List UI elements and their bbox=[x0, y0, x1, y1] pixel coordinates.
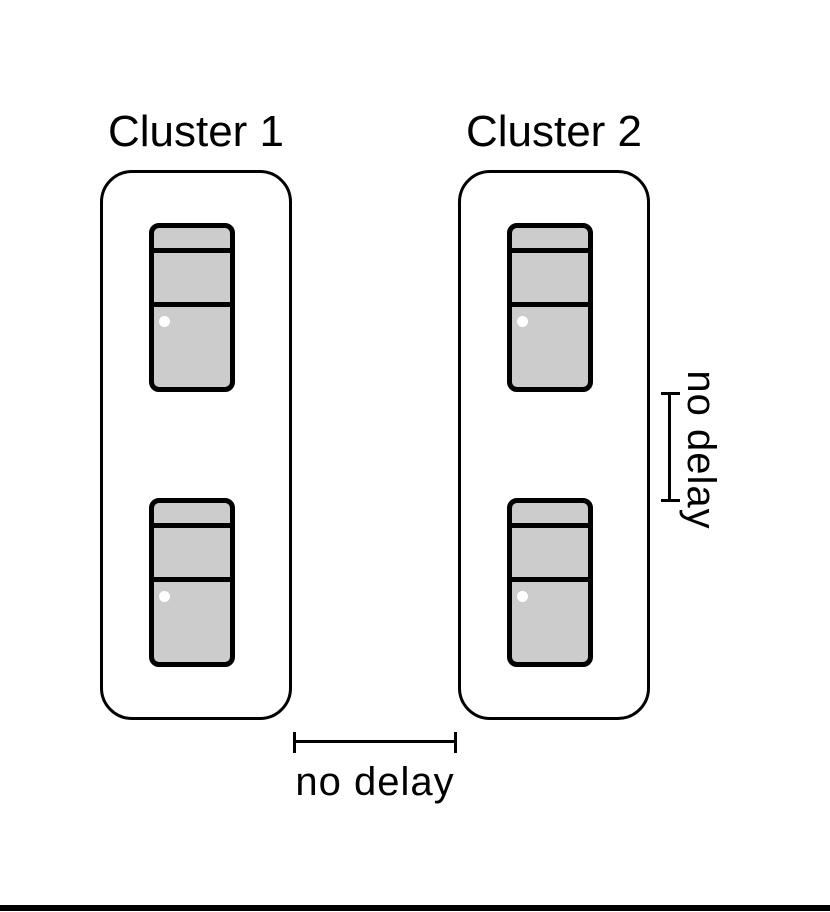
server-panel-divider bbox=[511, 248, 589, 253]
server-panel-divider bbox=[153, 577, 231, 582]
server-led-dot-icon bbox=[517, 316, 528, 327]
inter-cluster-delay-bracket-right-cap bbox=[454, 732, 457, 753]
inter-cluster-delay-bracket-left-cap bbox=[293, 732, 296, 753]
intra-cluster-delay-bracket-line bbox=[668, 392, 671, 502]
server-panel-divider bbox=[511, 523, 589, 528]
server-panel-divider bbox=[153, 248, 231, 253]
cluster-1-title: Cluster 1 bbox=[107, 107, 285, 156]
figure-bottom-rule bbox=[0, 905, 830, 911]
server-icon bbox=[149, 223, 235, 392]
server-panel-divider bbox=[511, 577, 589, 582]
server-led-dot-icon bbox=[517, 591, 528, 602]
cluster-2-box bbox=[458, 170, 650, 720]
server-icon bbox=[149, 498, 235, 667]
intra-cluster-delay-label: no delay bbox=[679, 370, 723, 530]
intra-cluster-delay-bracket-bottom-cap bbox=[661, 499, 680, 502]
server-icon bbox=[507, 223, 593, 392]
inter-cluster-delay-bracket-line bbox=[293, 740, 457, 743]
server-led-dot-icon bbox=[159, 591, 170, 602]
inter-cluster-delay-label: no delay bbox=[295, 760, 455, 804]
server-icon bbox=[507, 498, 593, 667]
cluster-2-title: Cluster 2 bbox=[465, 107, 643, 156]
server-panel-divider bbox=[153, 302, 231, 307]
server-panel-divider bbox=[511, 302, 589, 307]
intra-cluster-delay-bracket-top-cap bbox=[661, 392, 680, 395]
cluster-1-box bbox=[100, 170, 292, 720]
server-panel-divider bbox=[153, 523, 231, 528]
server-led-dot-icon bbox=[159, 316, 170, 327]
